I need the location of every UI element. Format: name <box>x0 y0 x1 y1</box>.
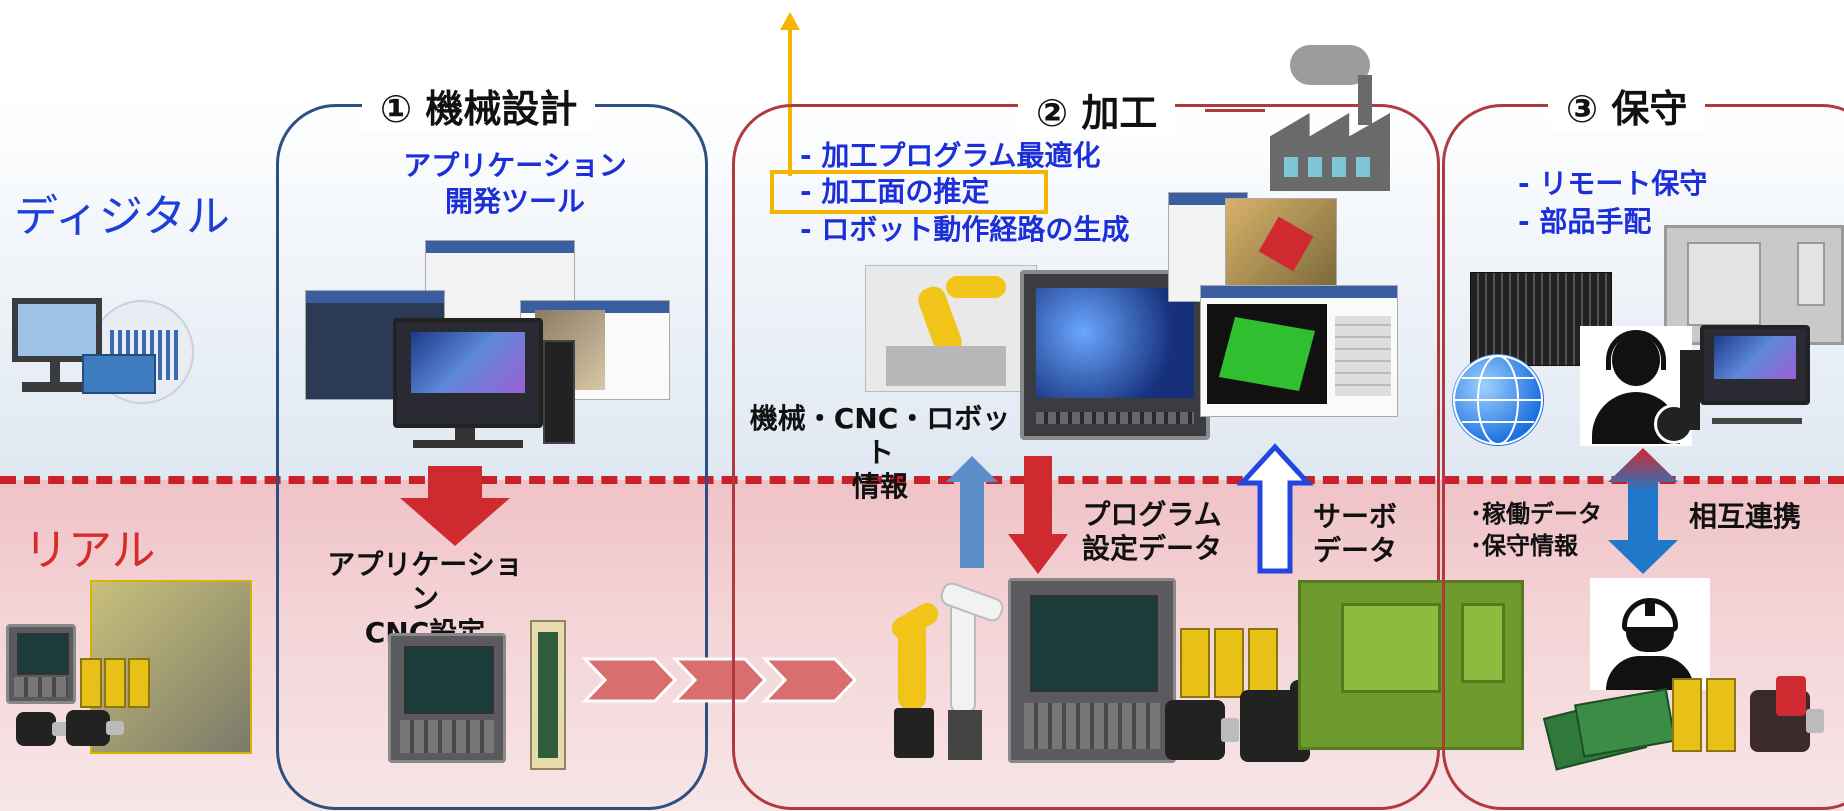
servo-data-label: サーボ データ <box>1312 500 1397 567</box>
amplifier-phase3-b <box>1706 678 1736 752</box>
program-data-label: プログラム 設定データ <box>1081 498 1222 565</box>
sim-photo <box>1225 198 1337 288</box>
machine-tool-green <box>1298 580 1524 750</box>
servo-motor-phase3-red <box>1776 676 1806 716</box>
amplifier-phase3-a <box>1672 678 1702 752</box>
mutual-arrow <box>1608 448 1678 574</box>
down-arrow-program <box>1008 456 1068 574</box>
cnc-controller-phase2 <box>1008 578 1176 763</box>
pc-tower <box>1680 350 1700 430</box>
dev-tool-screens <box>305 240 675 460</box>
phase1-title: ① 機械設計 <box>362 78 596 133</box>
phase1-tool-label: アプリケーション 開発ツール <box>403 149 627 218</box>
phase3-title: ③ 保守 <box>1548 78 1706 133</box>
amplifier-a <box>1180 628 1210 698</box>
phase2-title-line <box>1205 109 1265 112</box>
phase2-item-2: - ロボット動作経路の生成 <box>800 213 1130 246</box>
phase2-title: ② 加工 <box>1018 82 1176 137</box>
up-arrow-machine-info <box>946 456 998 568</box>
sim-window-main <box>1200 285 1398 417</box>
phase3-item-0: - リモート保守 <box>1518 167 1708 200</box>
phase3-data-labels: ･稼働データ ･保守情報 <box>1470 500 1602 560</box>
cnc-panel-main <box>1020 270 1210 440</box>
worker-helmet-icon <box>1590 578 1710 690</box>
phase2-item-1: - 加工面の推定 <box>800 175 990 208</box>
phase1-settings-label: アプリケーション CNC設定 <box>327 548 523 649</box>
phase2-item-0: - 加工プログラム最適化 <box>800 139 1101 172</box>
cobot-robots <box>880 579 1020 770</box>
digital-label: ディジタル <box>14 191 231 242</box>
machine-info-label: 機械・CNC・ロボット 情報 <box>749 402 1011 503</box>
phase2-highlight-box <box>770 170 1048 214</box>
globe-icon <box>1452 354 1544 446</box>
amplifier-b <box>1214 628 1244 698</box>
computer-cnc-icon <box>10 290 194 440</box>
monitor-stand <box>1712 418 1802 424</box>
digital-real-divider <box>0 476 1844 484</box>
factory-icon <box>1270 45 1390 191</box>
robot-cell-image <box>865 265 1037 392</box>
servo-up-arrow <box>1236 443 1314 574</box>
phase1-down-arrow <box>400 466 510 546</box>
amplifier-c <box>1248 628 1278 698</box>
cnc-controller-phase1 <box>388 633 506 763</box>
support-operator-icon <box>1580 326 1694 446</box>
monitor-phase3 <box>1700 325 1810 405</box>
flow-chevrons <box>581 657 858 703</box>
circuit-boards <box>1542 686 1676 771</box>
servo-motor-a <box>1165 700 1239 760</box>
phase3-item-1: - 部品手配 <box>1518 205 1652 238</box>
machine-tool-grey <box>1664 225 1844 345</box>
real-machine-photo <box>0 580 252 754</box>
mutual-label: 相互連携 <box>1688 500 1801 533</box>
cnc-board-phase1 <box>530 620 566 770</box>
real-label: リアル <box>24 525 156 576</box>
